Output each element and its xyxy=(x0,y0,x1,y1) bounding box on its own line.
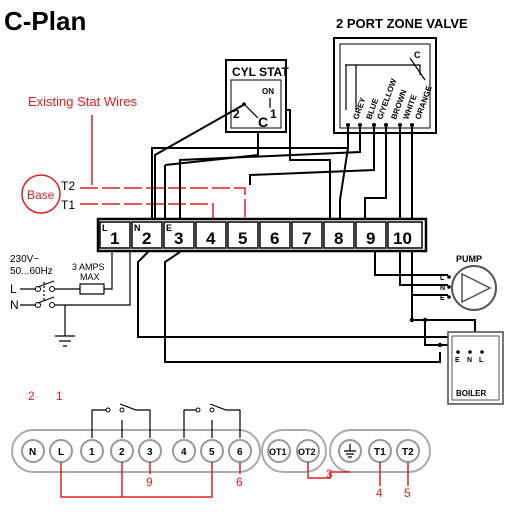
boiler-pin-n: N xyxy=(467,357,472,364)
terminal-cell xyxy=(259,221,291,249)
terminal-1: 1 xyxy=(110,229,119,248)
base-terminal-t1-label: T1 xyxy=(374,447,386,458)
supply-frequency: 50...60Hz xyxy=(10,266,53,277)
terminal-10: 10 xyxy=(393,229,412,248)
base-terminal-n xyxy=(21,439,45,463)
t2-wire-label: T2 xyxy=(61,179,75,193)
t1-wire-label: T1 xyxy=(61,198,75,212)
base-terminal-earth-icon xyxy=(338,439,362,463)
zone-valve-c-label: C xyxy=(414,50,421,60)
base-number-1: 1 xyxy=(56,389,63,403)
base-terminal-n-label: N xyxy=(29,447,36,458)
base-number-4: 4 xyxy=(376,486,383,500)
terminal-bar xyxy=(96,217,428,253)
base-terminal-4 xyxy=(172,439,196,463)
terminal-cell xyxy=(323,221,355,249)
base-number-5: 5 xyxy=(404,486,411,500)
terminal-cell xyxy=(387,221,423,249)
terminal-cell xyxy=(355,221,387,249)
base-terminal-ot1-label: OT1 xyxy=(269,447,287,457)
terminal-cell xyxy=(195,221,227,249)
terminal-8: 8 xyxy=(334,229,343,248)
terminal-2-prefix: N xyxy=(134,223,141,233)
existing-stat-wires-label: Existing Stat Wires xyxy=(28,94,138,109)
base-terminal-l-label: L xyxy=(58,447,64,458)
terminal-cell xyxy=(163,221,195,249)
pump-pin-e: E xyxy=(440,295,445,302)
pump-pin-l: L xyxy=(440,275,445,282)
base-strip-left xyxy=(11,429,261,473)
base-number-3: 3 xyxy=(326,467,333,481)
terminal-2: 2 xyxy=(142,229,151,248)
fuse-max: MAX xyxy=(80,272,100,282)
terminal-cell xyxy=(291,221,323,249)
terminal-3: 3 xyxy=(174,229,183,248)
pump-title: PUMP xyxy=(456,254,482,264)
pump-icon xyxy=(451,265,497,311)
base-circle xyxy=(21,174,61,214)
terminal-cell xyxy=(227,221,259,249)
terminal-cell xyxy=(99,221,131,249)
cyl-stat-on-label: ON xyxy=(262,87,274,96)
base-terminal-1-label: 1 xyxy=(89,447,95,458)
supply-l-label: L xyxy=(10,282,17,296)
terminal-4: 4 xyxy=(206,229,216,248)
fuse-rating: 3 AMPS xyxy=(72,262,105,272)
base-terminal-ot2-label: OT2 xyxy=(298,447,316,457)
base-terminal-4-label: 4 xyxy=(181,447,187,458)
base-terminal-1 xyxy=(80,439,104,463)
base-terminal-5-label: 5 xyxy=(209,447,215,458)
base-circle-label: Base xyxy=(27,188,55,202)
base-number-2: 2 xyxy=(28,389,35,403)
zone-valve-box xyxy=(333,37,437,134)
supply-voltage: 230V~ xyxy=(10,254,39,265)
cyl-stat-box xyxy=(225,59,287,133)
cyl-stat-title: CYL STAT xyxy=(232,65,289,79)
terminal-9: 9 xyxy=(366,229,375,248)
base-terminal-2-label: 2 xyxy=(119,447,125,458)
earth-icon xyxy=(55,305,75,347)
terminal-7: 7 xyxy=(302,229,311,248)
boiler-title: BOILER xyxy=(456,389,486,398)
boiler-box xyxy=(447,331,504,405)
terminal-6: 6 xyxy=(270,229,279,248)
boiler-pin-e: E xyxy=(455,357,460,364)
fuse-icon xyxy=(79,252,113,295)
base-terminal-t2-label: T2 xyxy=(402,447,414,458)
terminal-cell xyxy=(131,221,163,249)
cyl-stat-c: C xyxy=(258,114,268,130)
supply-switch xyxy=(20,252,131,308)
base-terminal-3-label: 3 xyxy=(147,447,153,458)
cyl-stat-t2: 2 xyxy=(233,107,240,121)
diagram-title: C-Plan xyxy=(4,6,86,36)
terminal-3-prefix: E xyxy=(166,223,172,233)
base-number-9: 9 xyxy=(146,475,153,489)
pump-pin-n: N xyxy=(440,285,445,292)
terminal-1-prefix: L xyxy=(102,223,108,233)
base-terminal-6-label: 6 xyxy=(237,447,243,458)
zone-valve-title: 2 PORT ZONE VALVE xyxy=(336,16,468,31)
supply-n-label: N xyxy=(10,298,19,312)
terminal-5: 5 xyxy=(238,229,247,248)
base-number-6: 6 xyxy=(236,475,243,489)
base-terminal-ot1 xyxy=(267,439,291,463)
cyl-stat-t1: 1 xyxy=(270,107,277,121)
boiler-pin-l: L xyxy=(479,357,484,364)
